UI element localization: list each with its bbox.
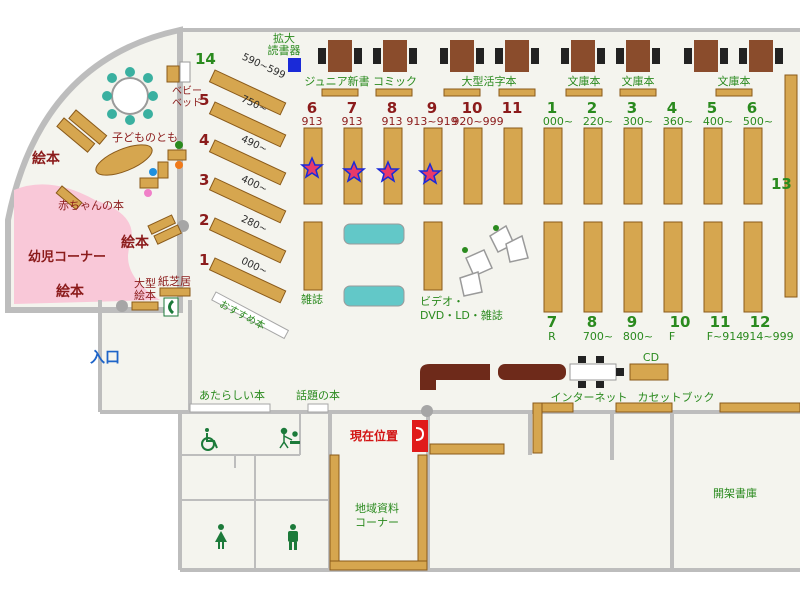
bunko-label-3: 文庫本 (717, 75, 751, 88)
star-markers (299, 156, 443, 185)
lower-shelves (329, 402, 800, 571)
current-position-marker (412, 420, 428, 452)
green-shelf-num: 2 (586, 99, 598, 117)
baby-changing-icon (279, 427, 300, 449)
ehon-label-mid: 絵本 (121, 235, 149, 251)
telephone-icon (163, 297, 179, 317)
red-shelf-num: 11 (501, 99, 523, 117)
green-shelf-num: 8 (586, 313, 598, 331)
diagonal-shelves (208, 69, 287, 304)
green-shelf-num: 9 (626, 313, 638, 331)
green-shelf-range: F~914 (706, 330, 744, 343)
green-shelf-num: 10 (669, 313, 691, 331)
topic-books-label: 話題の本 (296, 389, 340, 402)
magnifier-device (288, 58, 301, 72)
service-counter-left (420, 364, 490, 390)
large-print-label: 大型活字本 (461, 75, 517, 88)
diag-shelf-num: 5 (199, 91, 210, 109)
green-shelf-num: 12 (749, 313, 771, 331)
diag-shelf-num: 1 (199, 251, 210, 269)
junior-shinsho-label: ジュニア新書 (304, 75, 370, 88)
red-shelf-num: 8 (386, 99, 398, 117)
cd-label: CD (642, 351, 660, 364)
kamishibai-label: 紙芝居 (158, 275, 191, 288)
green-shelf-range: 220~ (582, 115, 614, 128)
new-books-label: あたらしい本 (199, 389, 265, 402)
red-shelf-range: 920~999 (452, 115, 504, 128)
service-counter-right (498, 364, 566, 380)
green-shelf-num: 11 (709, 313, 731, 331)
green-shelf-range: 300~ (622, 115, 654, 128)
right-shelf-num: 13 (771, 175, 792, 193)
green-shelf-range: 800~ (622, 330, 654, 343)
green-shelf-num: 4 (666, 99, 678, 117)
bunko-label-2: 文庫本 (621, 75, 655, 88)
internet-label: インターネット (550, 391, 628, 404)
closed-stacks-label: 開架書庫 (713, 487, 757, 500)
restroom-walls (180, 412, 330, 570)
green-shelf-range: R (548, 330, 556, 343)
ehon-label-bottom: 絵本 (56, 284, 84, 300)
label-shelves (321, 88, 753, 97)
green-shelf-range: 360~ (662, 115, 694, 128)
green-shelf-num: 6 (746, 99, 758, 117)
green-shelf-range: 000~ (542, 115, 574, 128)
diag-shelf-num: 2 (199, 211, 210, 229)
magnified-reader-label: 拡大 読書器 (267, 32, 301, 58)
pillars (116, 220, 433, 417)
vertical-shelves (303, 74, 798, 313)
reading-tables (318, 40, 783, 72)
green-shelf-num: 1 (546, 99, 558, 117)
green-shelf-num: 3 (626, 99, 638, 117)
kodomo-no-tomo-label: 子どものとも (112, 131, 178, 144)
entrance-label: 入口 (90, 348, 121, 366)
benches (343, 223, 405, 307)
red-shelf-num: 9 (426, 99, 438, 117)
cassette-label: カセットブック (637, 391, 715, 404)
wheelchair-icon (201, 428, 218, 451)
green-shelf-num: 7 (546, 313, 558, 331)
red-shelf-range: 913 (301, 115, 323, 128)
cd-desk (569, 356, 669, 388)
green-shelf-range: 400~ (702, 115, 734, 128)
diag-shelf-num: 14 (195, 50, 216, 68)
female-restroom-icon (215, 524, 227, 549)
red-shelf-range: 913 (381, 115, 403, 128)
red-shelf-num: 7 (346, 99, 358, 117)
lounge-chairs (459, 224, 529, 297)
akachan-label: 赤ちゃんの本 (58, 199, 124, 212)
magazine-label: 雑誌 (301, 293, 323, 306)
red-shelf-range: 913 (341, 115, 363, 128)
green-shelf-range: 500~ (742, 115, 774, 128)
floor (180, 30, 800, 570)
infant-area (14, 184, 160, 304)
diag-shelf-num: 3 (199, 171, 210, 189)
comic-label: コミック (373, 75, 417, 88)
red-shelf-num: 10 (461, 99, 483, 117)
new-book-shelves (189, 403, 329, 413)
large-ehon-label: 大型 絵本 (134, 277, 156, 303)
bunko-label-1: 文庫本 (567, 75, 601, 88)
green-shelf-range: 700~ (582, 330, 614, 343)
male-restroom-icon (288, 524, 298, 550)
green-shelf-range: F (668, 330, 676, 343)
osusume-shelf (211, 291, 290, 340)
current-position-label: 現在位置 (350, 429, 399, 443)
red-shelf-num: 6 (306, 99, 318, 117)
green-shelf-num: 5 (706, 99, 718, 117)
local-materials-label: 地域資料 コーナー (355, 502, 399, 530)
yoji-corner-label: 幼児コーナー (28, 250, 107, 265)
green-shelf-range: 914~999 (742, 330, 794, 343)
diag-shelf-num: 4 (199, 131, 210, 149)
ehon-label-top: 絵本 (32, 151, 60, 167)
red-shelf-range: 913~919 (406, 115, 458, 128)
video-label: ビデオ・ DVD・LD・雑誌 (420, 295, 503, 323)
lower-floor (100, 300, 190, 412)
baby-bed-label: ベビー ベッド (172, 86, 202, 109)
childrens-furniture (55, 61, 191, 311)
